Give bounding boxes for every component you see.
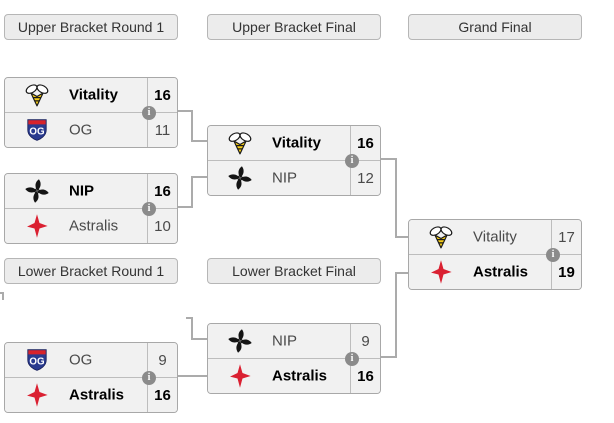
connector-line [191,338,207,340]
connector-line [191,140,207,142]
info-icon[interactable]: i [546,248,560,262]
connector-line [2,292,4,300]
team-name: NIP [69,182,95,200]
team-score: 19 [551,255,581,289]
connector-line [395,272,408,274]
match-ub-r1-m2: NIP 16 Astralis 10 i [4,173,178,244]
connector-line [178,206,193,208]
connector-line [178,110,193,112]
connector-line [191,176,193,208]
team-score: 9 [350,324,380,358]
team-score: 16 [350,126,380,160]
info-icon[interactable]: i [345,154,359,168]
connector-line [178,375,207,377]
astralis-logo-icon [225,361,255,391]
team-name: Astralis [272,367,328,385]
team-name: Vitality [473,228,517,246]
match-lb-r1-m1: OG 9 Astralis 16 i [4,342,178,413]
vitality-logo-icon [22,80,52,110]
team-name: Astralis [473,263,529,281]
header-upper-bracket-final: Upper Bracket Final [207,14,381,40]
team-score: 11 [147,113,177,147]
header-lower-bracket-round-1: Lower Bracket Round 1 [4,258,178,284]
team-row[interactable]: OG 11 [5,112,177,147]
connector-line [381,158,397,160]
team-name: NIP [272,169,298,187]
match-grand-final: Vitality 17 Astralis 19 i [408,219,582,290]
og-logo-icon [22,115,52,145]
vitality-logo-icon [225,128,255,158]
astralis-logo-icon [22,380,52,410]
og-logo-icon [22,345,52,375]
info-icon[interactable]: i [142,106,156,120]
connector-line [186,317,193,319]
astralis-logo-icon [22,211,52,241]
nip-logo-icon [225,326,255,356]
team-name: Vitality [272,134,321,152]
team-name: Astralis [69,386,125,404]
team-score: 17 [551,220,581,254]
nip-logo-icon [225,163,255,193]
team-name: OG [69,121,93,139]
match-ub-final: Vitality 16 NIP 12 i [207,125,381,196]
team-name: Astralis [69,217,119,235]
info-icon[interactable]: i [142,371,156,385]
connector-line [191,176,207,178]
team-row[interactable]: NIP 16 [5,174,177,208]
team-score: 12 [350,161,380,195]
team-score: 16 [350,359,380,393]
team-name: OG [69,351,93,369]
team-score: 16 [147,378,177,412]
nip-logo-icon [22,176,52,206]
team-score: 9 [147,343,177,377]
team-name: NIP [272,332,298,350]
team-score: 10 [147,209,177,243]
team-row[interactable]: Vitality 16 [5,78,177,112]
header-lower-bracket-final: Lower Bracket Final [207,258,381,284]
info-icon[interactable]: i [142,202,156,216]
header-upper-bracket-round-1: Upper Bracket Round 1 [4,14,178,40]
team-score: 16 [147,78,177,112]
connector-line [191,110,193,142]
connector-line [395,158,397,238]
connector-line [381,356,397,358]
vitality-logo-icon [426,222,456,252]
connector-line [395,272,397,358]
header-grand-final: Grand Final [408,14,582,40]
connector-line [395,236,408,238]
info-icon[interactable]: i [345,352,359,366]
connector-line [191,317,193,340]
team-score: 16 [147,174,177,208]
match-ub-r1-m1: Vitality 16 OG 11 i [4,77,178,148]
match-lb-final: NIP 9 Astralis 16 i [207,323,381,394]
team-name: Vitality [69,86,118,104]
astralis-logo-icon [426,257,456,287]
